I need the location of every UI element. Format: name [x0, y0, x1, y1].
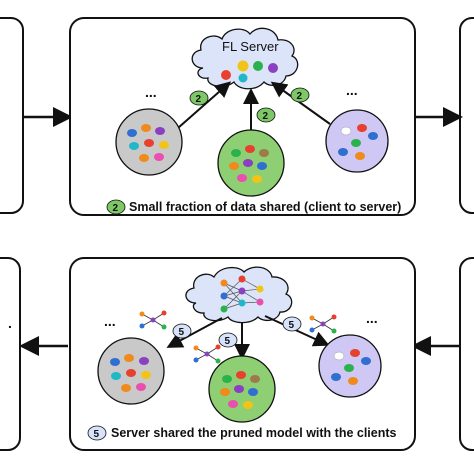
data-dot	[141, 371, 151, 379]
data-dot	[141, 124, 151, 132]
caption-badge-number: 2	[113, 203, 119, 214]
caption-badge	[106, 199, 126, 215]
data-dot	[154, 153, 164, 161]
data-dot	[357, 124, 367, 132]
upload-arrow-right	[270, 81, 331, 125]
top-caption: 2 Small fraction of data shared (client …	[106, 199, 401, 215]
data-dot	[344, 364, 354, 372]
data-dot	[231, 149, 241, 157]
caption-text: Small fraction of data shared (client to…	[129, 200, 401, 214]
data-dot	[124, 354, 134, 362]
svg-text:5: 5	[225, 336, 231, 347]
data-dot	[159, 141, 169, 149]
data-dot	[257, 162, 267, 170]
data-dot	[237, 60, 249, 72]
data-dot	[127, 129, 137, 137]
upload-arrow-left	[177, 81, 232, 129]
data-dot	[355, 152, 365, 160]
data-dot	[238, 73, 248, 83]
neighbor-panel-top-right	[459, 17, 474, 214]
caption-badge-number: 5	[94, 429, 100, 440]
data-dot	[110, 358, 120, 366]
caption-badge	[87, 425, 107, 441]
data-dot	[144, 139, 154, 147]
data-dot	[237, 174, 247, 182]
bottom-caption: 5 Server shared the pruned model with th…	[87, 425, 397, 441]
svg-text:5: 5	[179, 327, 185, 338]
caption-text: Server shared the pruned model with the …	[111, 426, 397, 440]
data-dot	[236, 371, 246, 379]
client-node-right	[325, 109, 389, 173]
data-dot	[139, 357, 149, 365]
svg-text:2: 2	[196, 94, 202, 105]
left-edge-ellipsis: .	[8, 315, 12, 331]
ellipsis-left: ...	[104, 313, 116, 329]
step-badge: 5	[218, 332, 238, 348]
data-dot	[248, 388, 258, 396]
cloud-label: FL Server	[222, 39, 279, 54]
data-dot	[136, 383, 146, 391]
download-arrow-left	[166, 317, 223, 348]
pruned-model-icon	[139, 310, 167, 330]
data-dot	[222, 375, 232, 383]
data-dot	[243, 401, 253, 409]
neural-network-icon	[220, 275, 264, 313]
neighbor-panel-bottom-left	[0, 257, 21, 451]
data-dot	[361, 357, 371, 365]
data-dot	[259, 149, 269, 157]
data-dot	[234, 385, 244, 393]
step-badge: 5	[282, 316, 302, 332]
data-dot	[252, 175, 262, 183]
data-dot	[350, 349, 360, 357]
data-dot	[368, 132, 378, 140]
data-dot	[229, 162, 239, 170]
data-dot	[338, 148, 348, 156]
data-dot	[221, 70, 231, 80]
fl-server-cloud: FL Server	[191, 27, 299, 90]
data-dot	[348, 377, 358, 385]
data-dot	[126, 369, 136, 377]
data-dot	[228, 400, 238, 408]
ellipsis-right: ...	[346, 82, 358, 98]
data-dot	[111, 372, 121, 380]
data-dot	[155, 127, 165, 135]
data-dot	[340, 126, 352, 136]
data-dot	[129, 142, 139, 150]
client-node-left	[97, 337, 165, 405]
svg-text:2: 2	[263, 111, 269, 122]
pruned-model-icon	[309, 314, 337, 334]
data-dot	[351, 139, 361, 147]
neighbor-panel-bottom-right	[459, 257, 474, 451]
pruned-model-icon	[193, 344, 221, 364]
data-dot	[121, 384, 131, 392]
client-node-left	[115, 108, 183, 176]
step-badge: 2	[290, 87, 310, 103]
neighbor-panel-top-left	[0, 17, 24, 214]
step-badge: 2	[256, 107, 276, 123]
svg-text:2: 2	[297, 91, 303, 102]
data-dot	[139, 154, 149, 162]
data-dot	[333, 351, 345, 361]
data-dot	[220, 388, 230, 396]
ellipsis-left: ...	[145, 84, 157, 100]
data-dot	[331, 373, 341, 381]
data-dot	[253, 61, 263, 71]
step-badge: 5	[172, 323, 192, 339]
data-dot	[243, 159, 253, 167]
client-node-right	[318, 334, 382, 398]
ellipsis-right: ...	[366, 310, 378, 326]
data-dot	[250, 375, 260, 383]
step-badge: 2	[189, 90, 209, 106]
client-node-center	[208, 355, 276, 423]
data-dot	[268, 63, 278, 73]
client-node-center	[217, 129, 285, 197]
svg-text:5: 5	[289, 320, 295, 331]
data-dot	[245, 145, 255, 153]
